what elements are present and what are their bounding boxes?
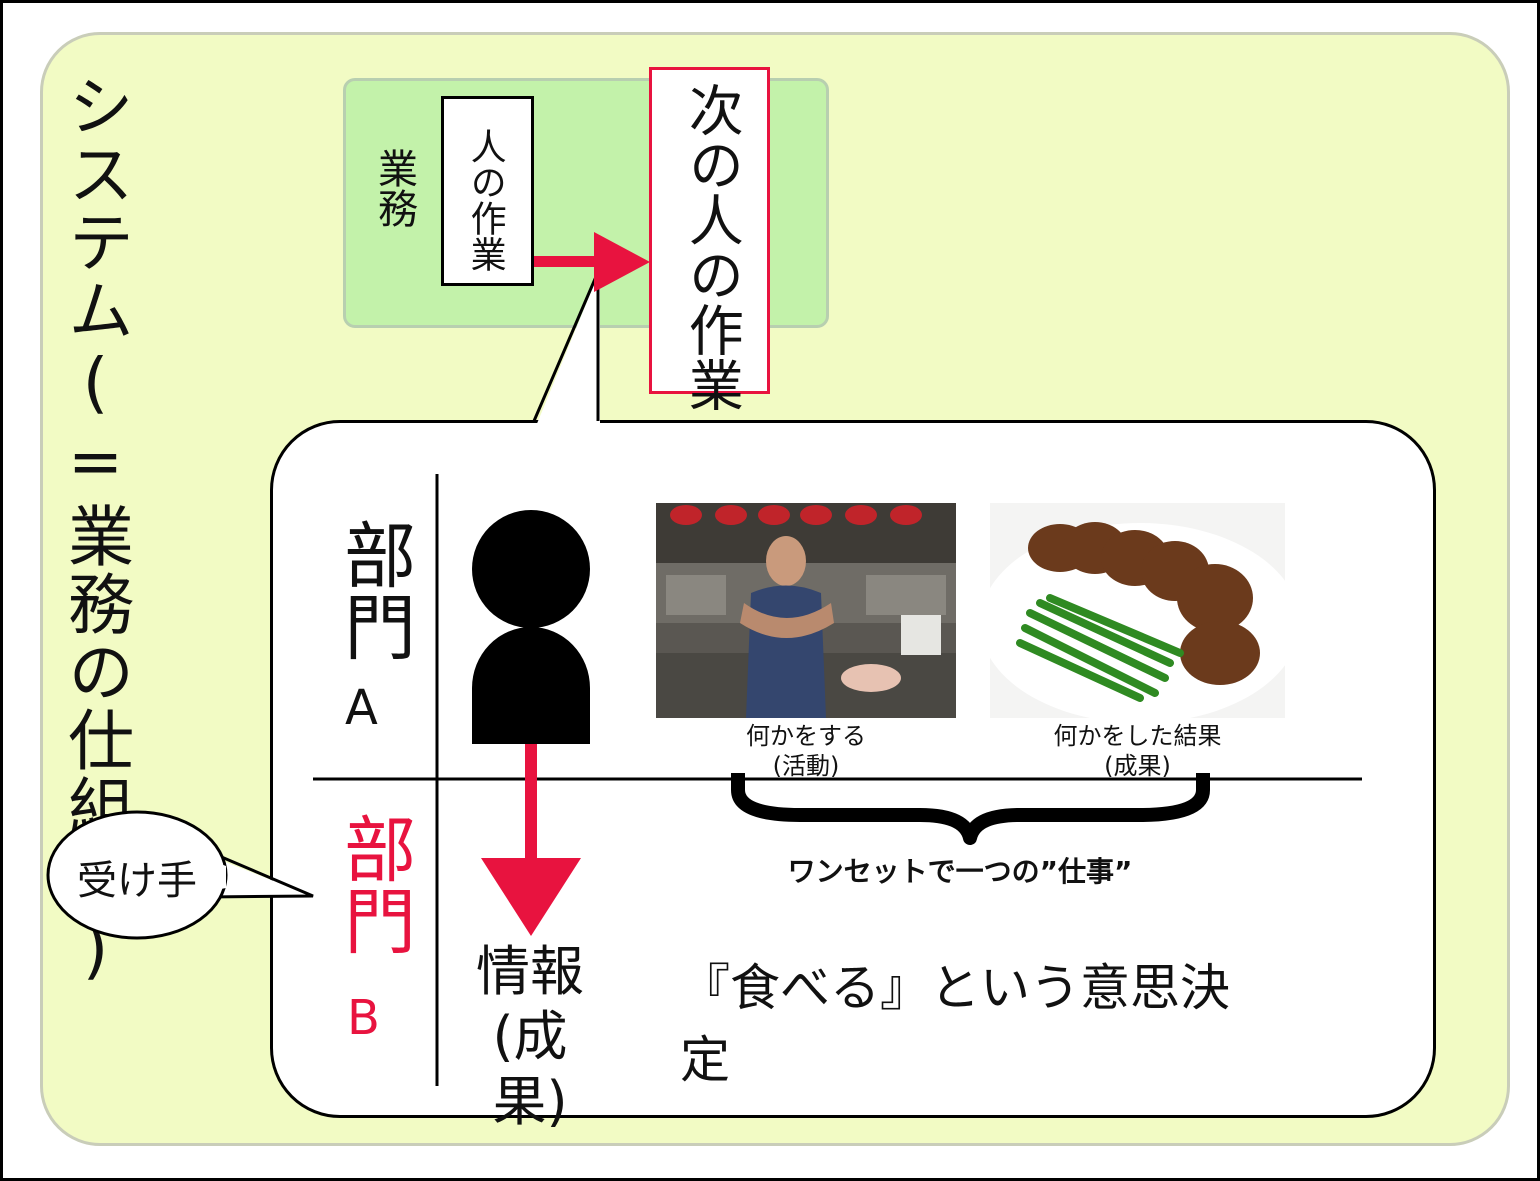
person-head-icon <box>472 510 590 628</box>
receiver-tail-mask <box>200 856 226 893</box>
receiver-tail <box>204 848 314 899</box>
flow-arrow-head <box>594 232 650 292</box>
dept-a-name: 部門 <box>331 518 416 662</box>
oneset-label: ワンセットで一つの”仕事” <box>787 855 1133 888</box>
decision-label: 『食べる』という意思決定 <box>680 959 1230 1089</box>
next-work-label: 次の人の作業 <box>679 82 744 412</box>
dept-a-letter: A <box>345 680 378 736</box>
activity-caption-line2: (活動) <box>772 752 840 780</box>
dept-b-letter: B <box>347 990 380 1046</box>
info-label-line1: 情報 <box>476 940 584 1003</box>
callout-tail-fill <box>536 270 600 426</box>
info-label: 情報 (成果) <box>455 940 605 1134</box>
dish-photo <box>990 503 1285 718</box>
result-caption-line2: (成果) <box>1104 752 1171 780</box>
next-work-box <box>649 67 770 394</box>
activity-caption-line1: 何かをする <box>746 722 866 750</box>
person-body-icon <box>472 627 590 744</box>
info-arrow-shaft <box>525 744 537 862</box>
grouping-brace <box>731 773 1210 845</box>
work-label: 人の作業 <box>464 128 506 272</box>
receiver-label: 受け手 <box>77 858 197 904</box>
info-arrow-head <box>481 858 581 936</box>
info-label-line2: (成果) <box>492 1004 568 1133</box>
task-label: 業務 <box>371 148 417 228</box>
chef-photo <box>656 503 956 718</box>
flow-arrow-shaft <box>534 256 602 267</box>
result-caption-line1: 何かをした結果 <box>1053 722 1222 750</box>
dept-b-name: 部門 <box>331 812 416 956</box>
work-box <box>441 96 534 286</box>
